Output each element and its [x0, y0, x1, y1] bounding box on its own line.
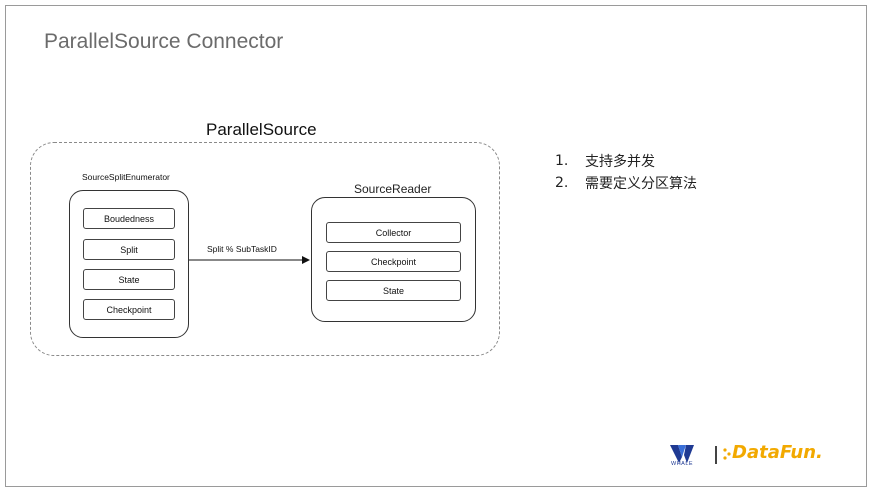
reader-field-state: State	[326, 280, 461, 301]
datafun-dots-icon	[723, 448, 731, 460]
enumerator-label: SourceSplitEnumerator	[82, 172, 170, 182]
enumerator-field-boudedness: Boudedness	[83, 208, 175, 229]
reader-field-checkpoint: Checkpoint	[326, 251, 461, 272]
reader-label: SourceReader	[354, 182, 432, 196]
parallel-source-boundary	[30, 142, 500, 356]
note-item: 2. 需要定义分区算法	[555, 172, 697, 194]
footer-logos: WHALE DataFun.	[670, 438, 850, 474]
note-number: 1.	[555, 153, 569, 169]
whale-logo-icon	[670, 445, 694, 463]
reader-field-collector: Collector	[326, 222, 461, 243]
note-text: 需要定义分区算法	[585, 176, 697, 192]
enumerator-field-checkpoint: Checkpoint	[83, 299, 175, 320]
note-text: 支持多并发	[585, 154, 655, 170]
notes-list: 1. 支持多并发 2. 需要定义分区算法	[555, 150, 697, 194]
datafun-logo-text: DataFun.	[732, 442, 823, 463]
arrow-label: Split % SubTaskID	[207, 244, 277, 254]
note-item: 1. 支持多并发	[555, 150, 697, 172]
whale-logo-text: WHALE	[671, 461, 694, 467]
logo-divider	[715, 446, 717, 464]
slide-title: ParallelSource Connector	[44, 30, 284, 53]
parallel-source-label: ParallelSource	[206, 120, 317, 139]
note-number: 2.	[555, 175, 569, 191]
enumerator-field-split: Split	[83, 239, 175, 260]
enumerator-field-state: State	[83, 269, 175, 290]
